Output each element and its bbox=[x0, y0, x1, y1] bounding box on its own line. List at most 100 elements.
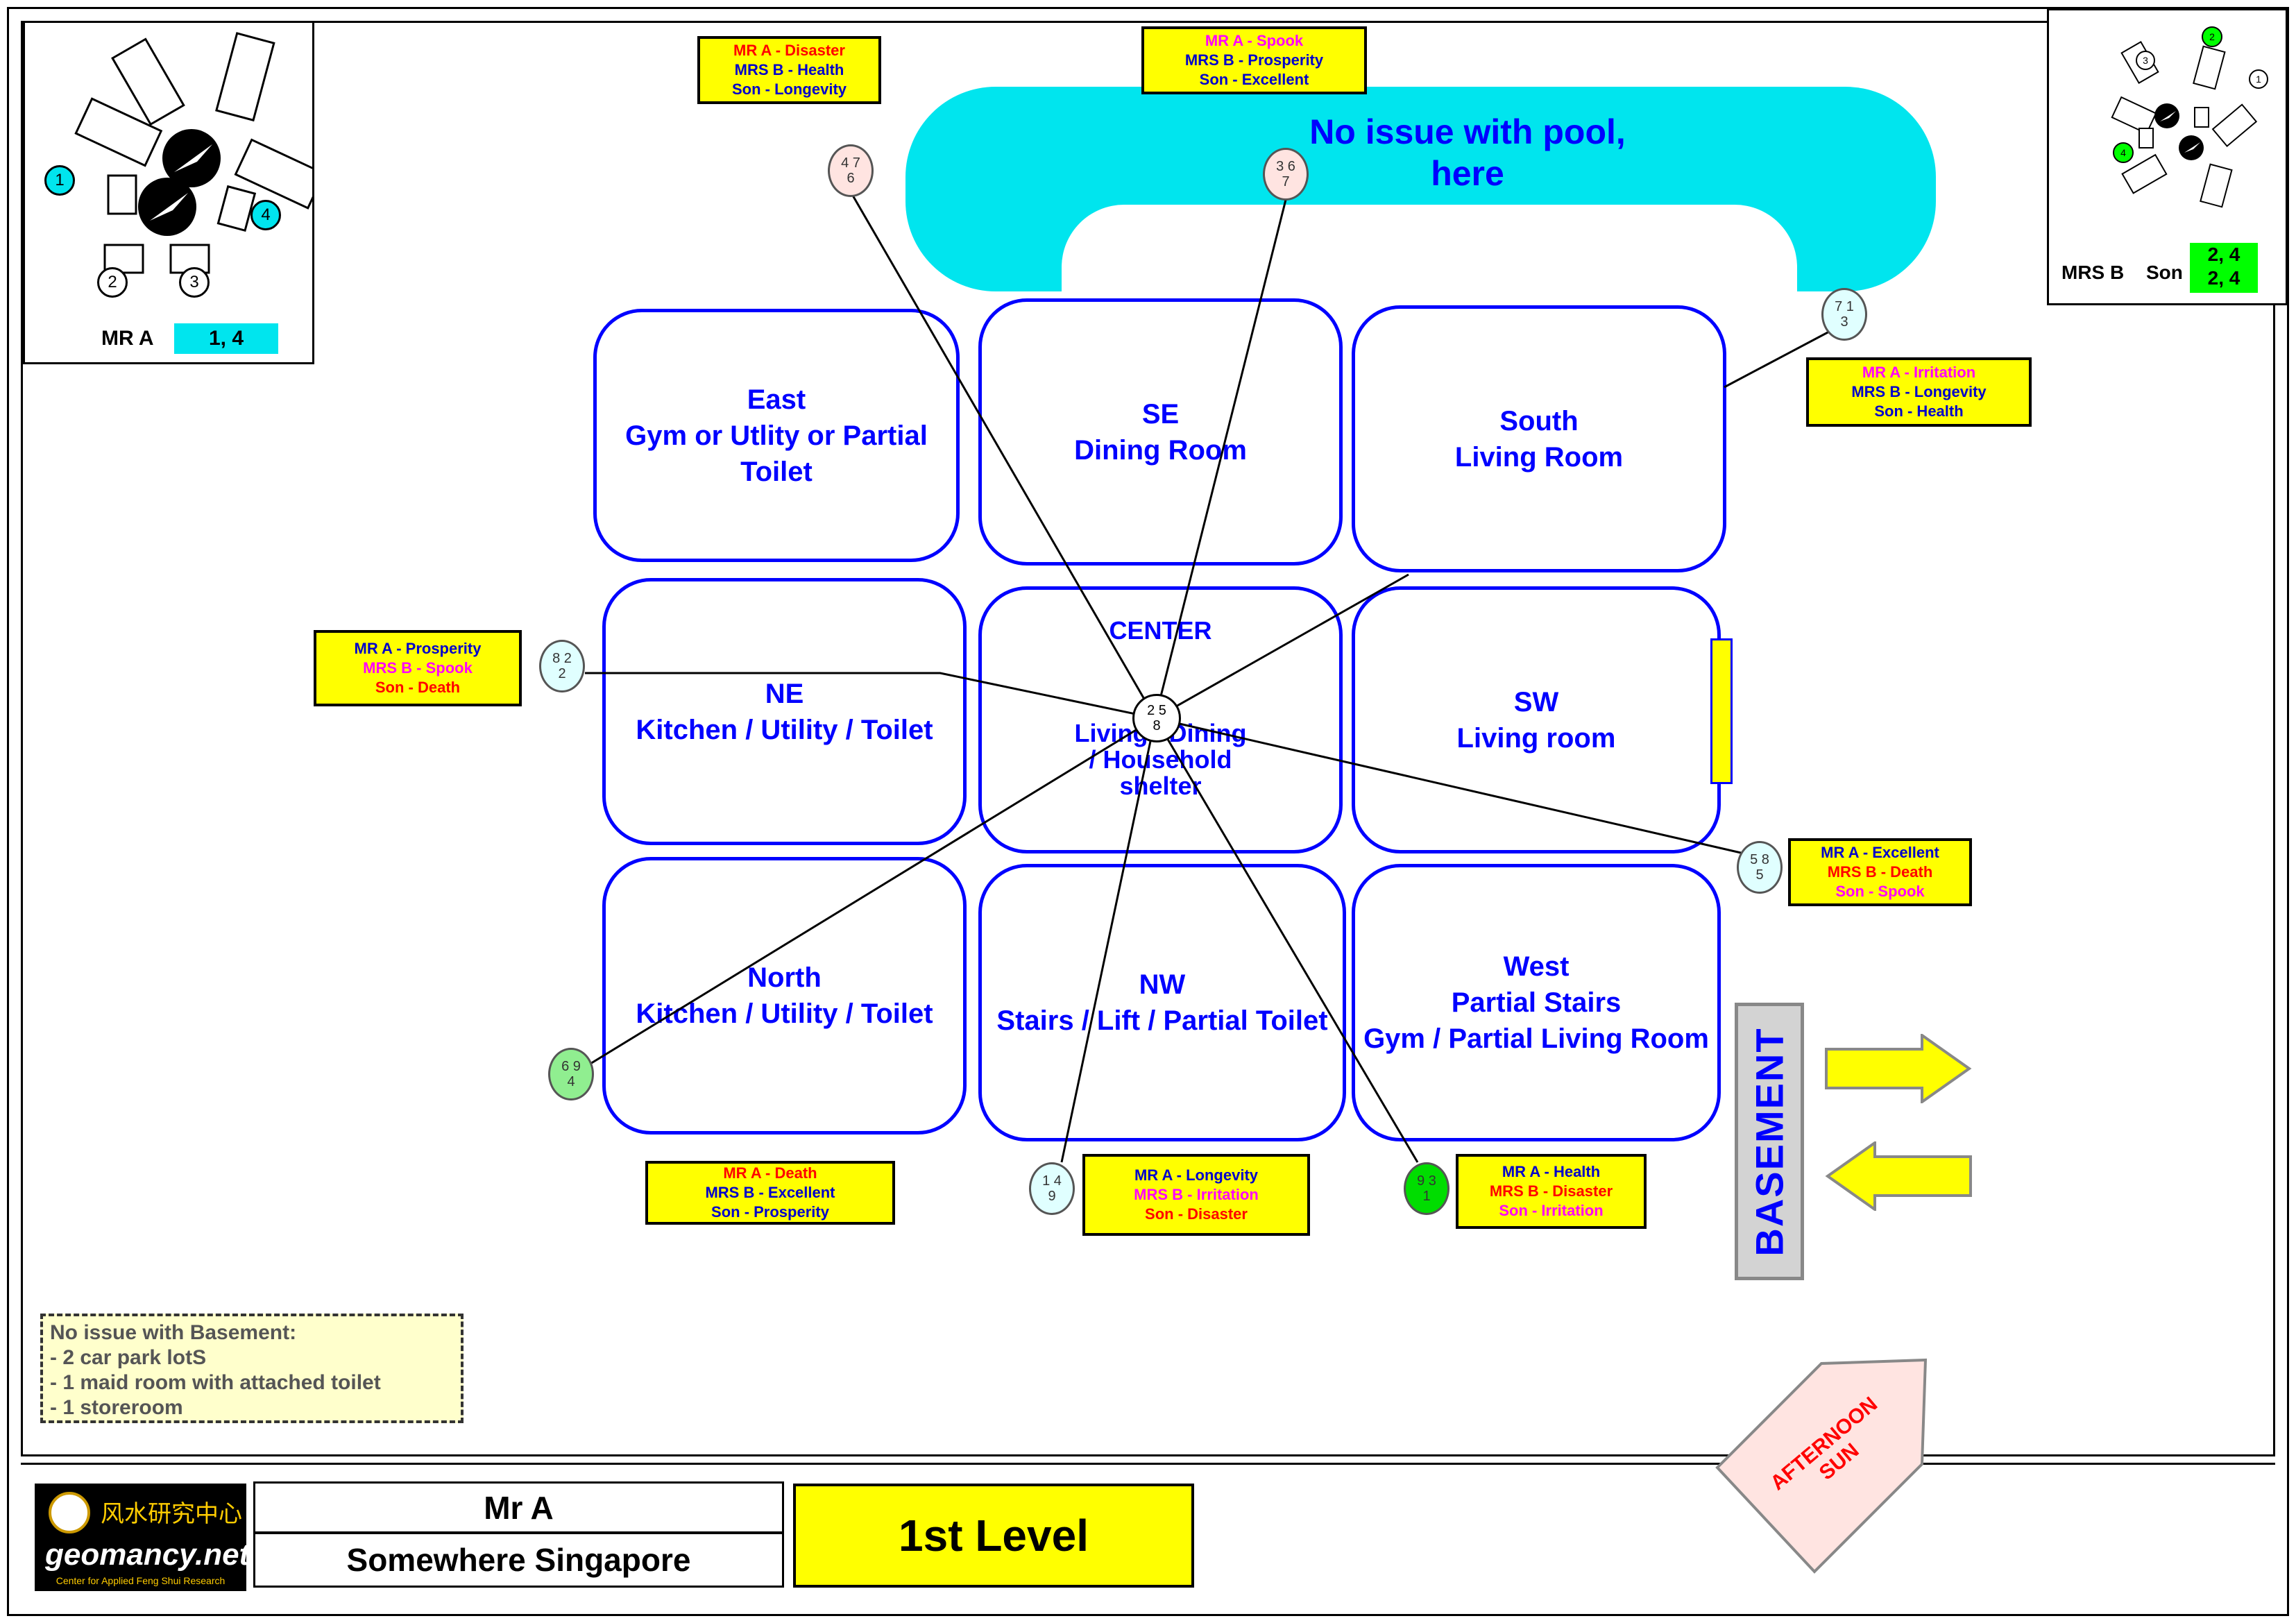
node-713-top: 7 1 bbox=[1835, 299, 1854, 314]
inset-a-chair-2 bbox=[216, 185, 257, 232]
basement-note-title: No issue with Basement: bbox=[50, 1321, 297, 1344]
node-258-top: 2 5 bbox=[1147, 703, 1166, 718]
node-694-top: 6 9 bbox=[561, 1059, 581, 1074]
room-center-line-5: / Household bbox=[1089, 745, 1232, 774]
room-se-line-1: SE bbox=[1141, 398, 1180, 430]
inset-b-chair-1 bbox=[2138, 128, 2154, 148]
label-left-mid-mra: MR A - Prosperity bbox=[354, 640, 482, 657]
label-right-top-son: Son - Health bbox=[1874, 402, 1964, 420]
arrow-left-icon bbox=[1825, 1141, 1972, 1211]
node-149-top: 1 4 bbox=[1042, 1173, 1062, 1189]
line-n822 bbox=[585, 672, 1156, 720]
label-top-center-mra: MR A - Spook bbox=[1205, 32, 1304, 49]
pool-note-line-2: here bbox=[1431, 154, 1504, 193]
room-center-line-1: CENTER bbox=[1109, 616, 1212, 645]
label-bottom-right-son: Son - Irritation bbox=[1499, 1202, 1604, 1219]
node-822: 8 2 2 bbox=[539, 640, 585, 692]
node-694: 6 9 4 bbox=[548, 1048, 594, 1101]
title-level: 1st Level bbox=[793, 1484, 1194, 1588]
node-585-top: 5 8 bbox=[1750, 852, 1769, 867]
node-258-bottom: 8 bbox=[1153, 718, 1161, 733]
room-south-line-1: South bbox=[1499, 405, 1579, 436]
label-right-mid-mra: MR A - Excellent bbox=[1821, 844, 1939, 861]
inset-a-compass-2 bbox=[138, 178, 196, 236]
room-sw-line-2: Living room bbox=[1456, 722, 1616, 754]
room-ne-line-1: NE bbox=[765, 678, 804, 709]
room-se: SE Dining Room bbox=[978, 298, 1343, 566]
inset-a-compass-1 bbox=[162, 129, 221, 187]
room-ne-line-2: Kitchen / Utility / Toilet bbox=[636, 714, 933, 745]
room-north: North Kitchen / Utility / Toilet bbox=[602, 857, 967, 1135]
basement-note-item-1: - 2 car park lotS bbox=[50, 1346, 207, 1369]
label-top-center-son: Son - Excellent bbox=[1199, 71, 1309, 88]
logo-tagline: Center for Applied Feng Shui Research bbox=[56, 1575, 226, 1586]
room-sw-line-1: SW bbox=[1513, 686, 1559, 717]
basement-note-item-3: - 1 storeroom bbox=[50, 1396, 183, 1419]
inset-a-marker-2: 2 bbox=[97, 267, 128, 298]
inset-b-arrow-2 bbox=[2160, 111, 2176, 121]
title-name: Mr A bbox=[253, 1481, 784, 1533]
label-right-top: MR A - Irritation MRS B - Longevity Son … bbox=[1806, 357, 2032, 427]
inset-a-arrow-1 bbox=[174, 144, 212, 172]
node-367-bottom: 7 bbox=[1282, 174, 1290, 189]
inset-b-values: 2, 4 2, 4 bbox=[2190, 243, 2258, 293]
label-top-center-mrsb: MRS B - Prosperity bbox=[1184, 51, 1324, 69]
inset-a-arrow-2 bbox=[150, 193, 188, 221]
label-bottom-left-mra: MR A - Death bbox=[723, 1164, 817, 1182]
label-bottom-center-mrsb: MRS B - Irritation bbox=[1134, 1186, 1259, 1203]
label-bottom-left-mrsb: MRS B - Excellent bbox=[705, 1184, 835, 1201]
inset-b-marker-2: 2 bbox=[2202, 26, 2222, 47]
node-585-bottom: 5 bbox=[1755, 867, 1764, 883]
room-south: South Living Room bbox=[1352, 305, 1726, 572]
node-713-bottom: 3 bbox=[1840, 314, 1848, 330]
inset-b-bed-5 bbox=[2121, 153, 2168, 194]
inset-b-bed-2 bbox=[2193, 45, 2226, 90]
label-top-left-mrsb: MRS B - Health bbox=[734, 61, 844, 78]
inset-a-bed-3 bbox=[74, 97, 163, 167]
inset-b-marker-3: 3 bbox=[2136, 51, 2155, 70]
label-bottom-right: MR A - Health MRS B - Disaster Son - Irr… bbox=[1456, 1154, 1647, 1229]
node-931-top: 9 3 bbox=[1417, 1173, 1436, 1189]
basement-note-item-2: - 1 maid room with attached toilet bbox=[50, 1371, 381, 1394]
room-sw: SW Living room bbox=[1352, 586, 1721, 853]
line-n476 bbox=[851, 194, 1157, 719]
node-367: 3 6 7 bbox=[1263, 148, 1309, 201]
node-149-bottom: 9 bbox=[1048, 1189, 1056, 1204]
inset-b-bed-6 bbox=[2200, 163, 2233, 208]
node-367-top: 3 6 bbox=[1276, 159, 1295, 174]
room-north-line-2: Kitchen / Utility / Toilet bbox=[636, 999, 933, 1029]
label-top-left: MR A - Disaster MRS B - Health Son - Lon… bbox=[697, 36, 881, 104]
window-bar bbox=[1710, 638, 1733, 784]
node-258: 2 5 8 bbox=[1132, 694, 1181, 742]
arrow-right-icon bbox=[1825, 1034, 1972, 1103]
node-476: 4 7 6 bbox=[828, 144, 874, 197]
inset-b-bed-4 bbox=[2211, 103, 2258, 148]
label-top-center: MR A - Spook MRS B - Prosperity Son - Ex… bbox=[1141, 26, 1367, 94]
yin-yang-icon bbox=[49, 1492, 90, 1533]
label-right-mid: MR A - Excellent MRS B - Death Son - Spo… bbox=[1788, 838, 1972, 906]
logo-brand: geomancy.net bbox=[45, 1538, 250, 1572]
room-se-line-2: Dining Room bbox=[1074, 434, 1247, 466]
room-center-line-6: shelter bbox=[1119, 772, 1202, 800]
label-left-mid: MR A - Prosperity MRS B - Spook Son - De… bbox=[314, 630, 522, 706]
line-n585 bbox=[1155, 717, 1760, 858]
label-top-left-mra: MR A - Disaster bbox=[733, 42, 845, 59]
label-bottom-left: MR A - Death MRS B - Excellent Son - Pro… bbox=[645, 1161, 895, 1225]
room-east-line-2: Gym or Utlity or Partial bbox=[625, 420, 928, 451]
label-bottom-right-mra: MR A - Health bbox=[1502, 1163, 1601, 1180]
inset-a-marker-3: 3 bbox=[179, 267, 210, 298]
inset-mr-a-diagram bbox=[74, 32, 312, 274]
label-bottom-center-mra: MR A - Longevity bbox=[1134, 1166, 1259, 1184]
label-right-top-mra: MR A - Irritation bbox=[1862, 364, 1976, 381]
line-center-sw-upper bbox=[1155, 573, 1409, 720]
inset-b-chair-2 bbox=[2194, 107, 2209, 128]
basement-label: BASEMENT bbox=[1747, 1026, 1792, 1257]
inset-b-label-son: Son bbox=[2146, 262, 2183, 283]
inset-mr-a: 1 4 2 3 MR A 1, 4 bbox=[23, 21, 314, 364]
inset-a-marker-1: 1 bbox=[44, 165, 75, 196]
basement-note: No issue with Basement: - 2 car park lot… bbox=[40, 1314, 464, 1423]
label-bottom-left-son: Son - Prosperity bbox=[711, 1203, 829, 1221]
room-west-line-3: Gym / Partial Living Room bbox=[1363, 1023, 1709, 1054]
label-right-mid-son: Son - Spook bbox=[1835, 883, 1925, 900]
